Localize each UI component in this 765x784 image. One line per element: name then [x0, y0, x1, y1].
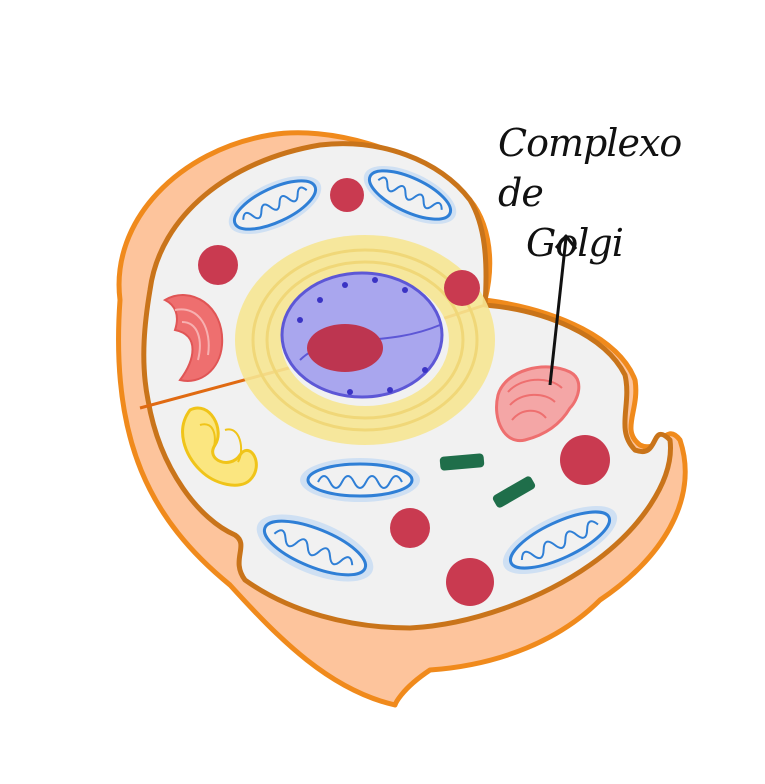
golgi-apparatus — [495, 365, 581, 443]
lysosome — [390, 508, 430, 548]
nucleolus — [307, 324, 383, 372]
lysosome — [330, 178, 364, 212]
mitochondria — [228, 165, 618, 582]
mitochondrion-5 — [502, 505, 618, 575]
mitochondrion-1 — [228, 175, 322, 235]
mitochondrion-3 — [300, 458, 420, 502]
golgi-label: Complexo de Golgi — [498, 118, 728, 268]
smooth-endoplasmic-reticulum — [181, 406, 258, 487]
lysosome — [560, 435, 610, 485]
mitochondrion-4 — [256, 514, 374, 582]
lysosome — [444, 270, 480, 306]
lysosome — [446, 558, 494, 606]
lysosome — [198, 245, 238, 285]
centrioles — [439, 453, 536, 508]
golgi-callout-arrow — [548, 234, 578, 386]
golgi-left — [162, 294, 224, 382]
golgi-label-line-2: Golgi — [526, 221, 624, 265]
lysosomes — [198, 178, 610, 606]
mitochondrion-2 — [363, 165, 457, 225]
golgi-label-line-1: Complexo de — [498, 121, 682, 215]
